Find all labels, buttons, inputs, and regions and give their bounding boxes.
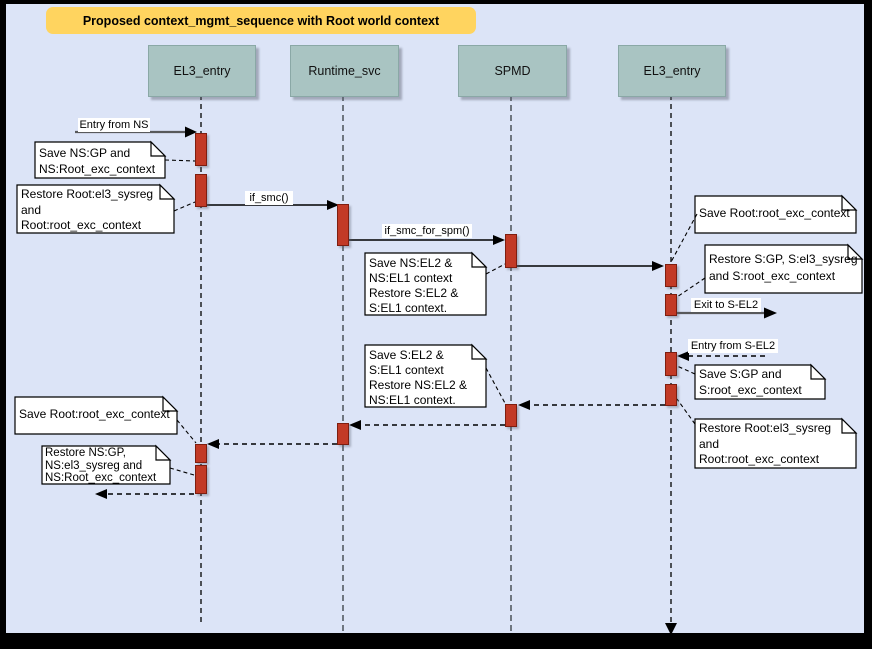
lifeline-end-arrow-icon xyxy=(665,623,677,635)
note-shape-save-s-gp xyxy=(694,363,827,400)
note-save-ns-gp: Save NS:GP and NS:Root_exc_context xyxy=(39,146,156,176)
activation-el3-2-c xyxy=(665,352,677,376)
note-save-s-gp: Save S:GP and S:root_exc_context xyxy=(699,367,802,397)
activation-el3-1-c xyxy=(195,444,207,463)
participant-el3-entry-1: EL3_entry xyxy=(148,45,256,97)
arrow-entry-from-s-el2 xyxy=(677,351,765,361)
participant-spmd: SPMD xyxy=(458,45,567,97)
note-restore-root-left: Restore Root:el3_sysreg and Root:root_ex… xyxy=(21,187,154,232)
activation-spmd-b xyxy=(505,404,517,427)
arrow-entry-from-ns xyxy=(75,126,197,138)
activation-spmd-a xyxy=(505,234,517,268)
activation-el3-2-b xyxy=(665,294,677,316)
activation-el3-1-d xyxy=(195,465,207,494)
note-restore-ns-gp: Restore NS:GP, NS:el3_sysreg and NS:Root… xyxy=(45,447,157,485)
arrow-if-smc-for-spm xyxy=(349,235,505,245)
label-exit-to-s-el2: Exit to S-EL2 xyxy=(691,298,761,312)
label-entry-from-ns: Entry from NS xyxy=(78,118,150,132)
activation-el3-1-a xyxy=(195,133,207,166)
participant-label: EL3_entry xyxy=(173,64,231,78)
diagram-title: Proposed context_mgmt_sequence with Root… xyxy=(46,7,476,34)
note-restore-s-gp: Restore S:GP, S:el3_sysreg and S:root_ex… xyxy=(709,252,858,283)
return-runtime-to-el3 xyxy=(207,439,337,449)
note-shape-save-root-left xyxy=(14,395,179,435)
arrow-if-smc xyxy=(207,200,339,210)
participant-label: EL3_entry xyxy=(643,64,701,78)
activation-runtime-a xyxy=(337,204,349,246)
diagram-background xyxy=(6,4,864,633)
return-el3-to-ns xyxy=(95,489,194,499)
note-save-ns-el2: Save NS:EL2 & NS:EL1 context Restore S:E… xyxy=(369,256,459,315)
note-restore-root-right: Restore Root:el3_sysreg and Root:root_ex… xyxy=(699,421,832,466)
note-shape-restore-root-right xyxy=(694,417,858,469)
note-shape-restore-ns-gp xyxy=(41,444,172,485)
activation-el3-2-d xyxy=(665,384,677,406)
note-shape-save-ns-el2 xyxy=(364,251,488,316)
arrow-exit-to-s-el2 xyxy=(677,307,777,319)
participant-label: Runtime_svc xyxy=(308,64,381,78)
note-shape-restore-s-gp xyxy=(704,243,864,294)
note-connectors xyxy=(164,159,706,476)
participant-el3-entry-2: EL3_entry xyxy=(618,45,726,97)
activation-el3-1-b xyxy=(195,174,207,207)
participant-runtime-svc: Runtime_svc xyxy=(290,45,399,97)
note-shape-save-root-right xyxy=(694,194,858,234)
note-shape-restore-root-left xyxy=(16,183,176,234)
arrow-spmd-to-el3 xyxy=(517,261,664,271)
activation-el3-2-a xyxy=(665,264,677,287)
note-save-s-el2: Save S:EL2 & S:EL1 context Restore NS:EL… xyxy=(369,348,468,407)
participant-label: SPMD xyxy=(494,64,531,78)
return-spmd-to-runtime xyxy=(349,420,505,430)
label-if-smc: if_smc() xyxy=(245,191,293,205)
label-entry-from-s-el2: Entry from S-EL2 xyxy=(688,339,778,353)
note-shape-save-ns-gp xyxy=(34,140,167,179)
label-if-smc-for-spm: if_smc_for_spm() xyxy=(382,224,472,238)
note-shape-save-s-el2 xyxy=(364,343,488,408)
note-save-root-left: Save Root:root_exc_context xyxy=(19,407,170,421)
note-save-root-right: Save Root:root_exc_context xyxy=(699,206,850,220)
return-el3-to-spmd xyxy=(518,400,665,410)
activation-runtime-b xyxy=(337,423,349,445)
